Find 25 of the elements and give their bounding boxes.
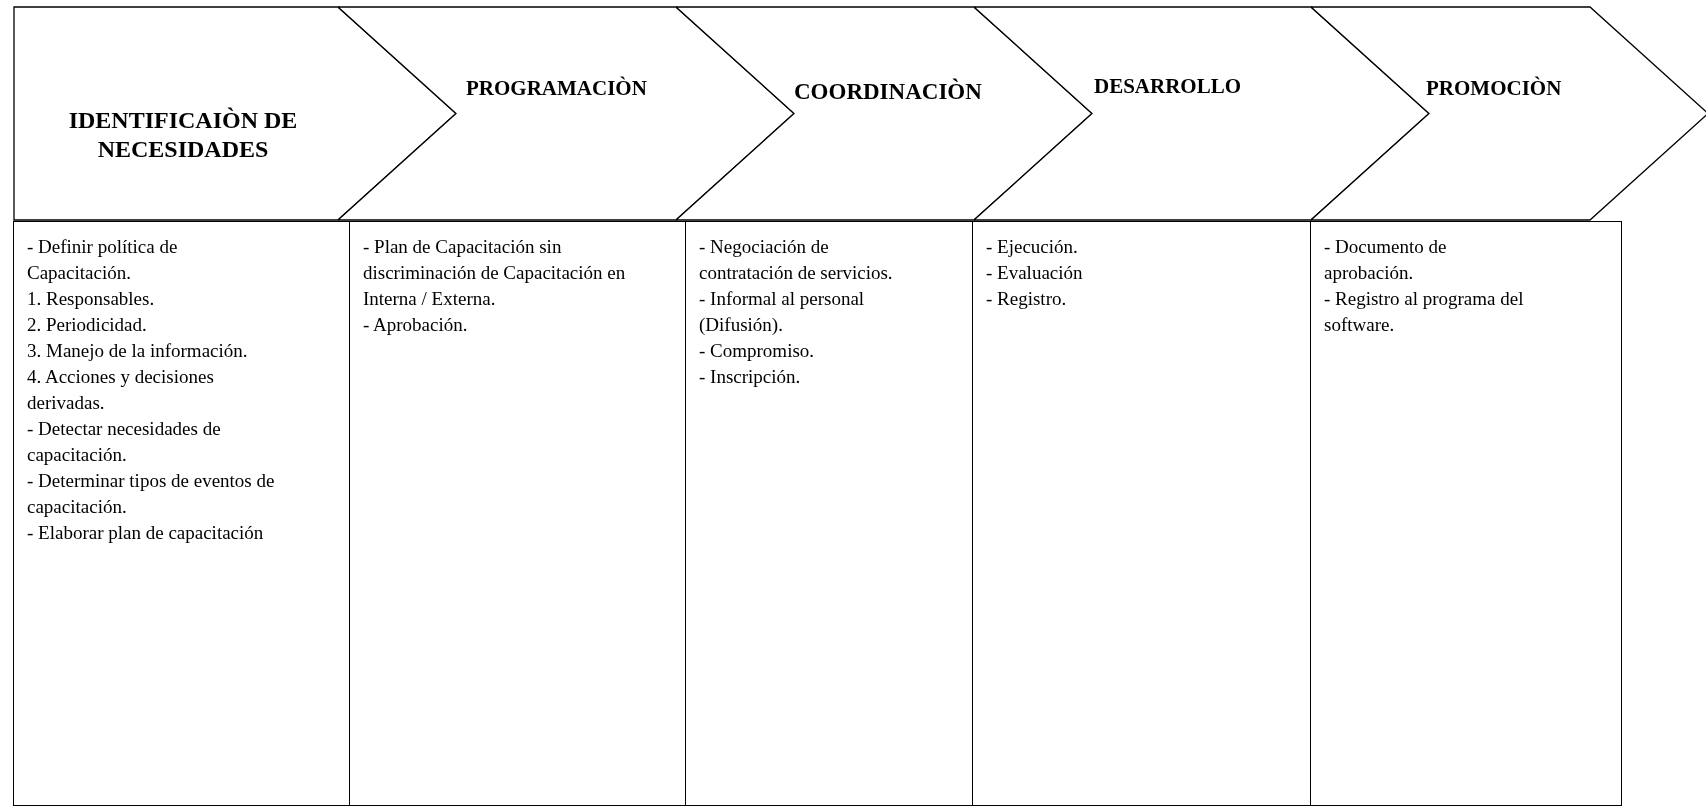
step-title: IDENTIFICAIÒN DE NECESIDADES [67, 106, 299, 164]
list-item: 4. Acciones y decisiones derivadas. [27, 365, 215, 415]
list-item: 3. Manejo de la información. [27, 339, 249, 363]
list-item: - Documento de aprobación. [1324, 235, 1448, 285]
step-title: PROGRAMACIÒN [466, 76, 648, 102]
list-item: - Ejecución. [986, 235, 1079, 259]
list-item: - Elaborar plan de capacitación [27, 521, 265, 545]
step-title: DESARROLLO [1094, 74, 1243, 100]
step-column [685, 221, 973, 806]
list-item: - Determinar tipos de eventos de capacitación. [27, 469, 276, 519]
list-item: - Negociación de contratación de servicios. [699, 235, 894, 285]
step-title: PROMOCIÒN [1426, 76, 1563, 102]
list-item: - Inscripción. [699, 365, 802, 389]
list-item: - Registro. [986, 287, 1068, 311]
list-item: - Evaluación [986, 261, 1084, 285]
step-title: COORDINACIÒN [794, 78, 983, 106]
list-item: - Aprobación. [363, 313, 469, 337]
list-item: - Plan de Capacitación sin discriminación de Capacitación en Interna / Externa. [363, 235, 627, 311]
list-item: - Detectar necesidades de capacitación. [27, 417, 222, 467]
list-item: - Definir política de Capacitación. [27, 235, 179, 285]
list-item: - Registro al programa del software. [1324, 287, 1524, 337]
list-item: 2. Periodicidad. [27, 313, 148, 337]
list-item: - Informal al personal (Difusión). [699, 287, 866, 337]
list-item: - Compromiso. [699, 339, 816, 363]
list-item: 1. Responsables. [27, 287, 156, 311]
